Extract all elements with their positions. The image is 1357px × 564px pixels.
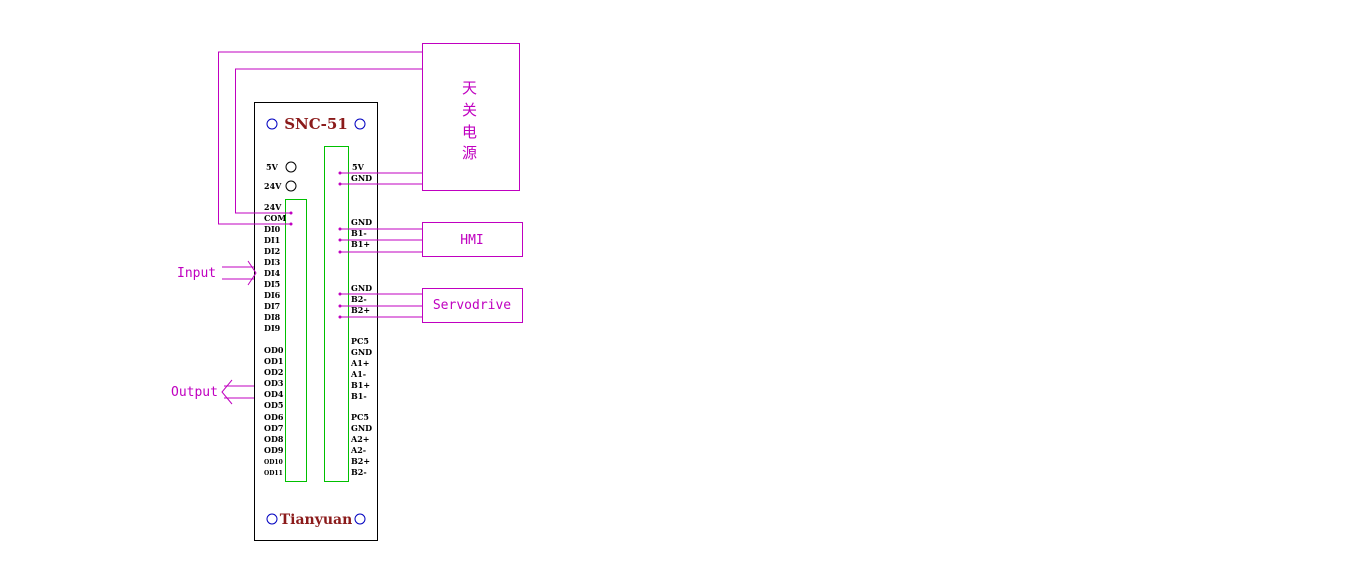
pin-label: OD9 <box>264 445 284 455</box>
pin-label: OD10 <box>264 459 283 466</box>
mounting-hole-bottom-right <box>354 513 366 525</box>
pin-label: 5V <box>352 162 365 172</box>
wire-24v <box>218 51 422 225</box>
board-title: SNC-51 <box>284 115 348 133</box>
pin-label: OD11 <box>264 470 283 477</box>
pin-label: B2- <box>351 294 367 304</box>
connection-dot <box>338 238 342 242</box>
pin-label: B1+ <box>351 380 370 390</box>
pin-label: A1- <box>350 369 366 379</box>
output-pin-labels: OD0 OD1 OD2 OD3 OD4 OD5 OD6 OD7 OD8 OD9 … <box>264 345 284 477</box>
pin-label: 24V <box>264 202 282 212</box>
terminal-block-right <box>324 146 349 482</box>
connection-dot <box>338 304 342 308</box>
connection-dot <box>338 227 342 231</box>
pin-label: DI4 <box>264 268 281 278</box>
pin-label: DI9 <box>264 323 281 333</box>
pin-label: A1+ <box>350 358 369 368</box>
mounting-hole-bottom-left <box>266 513 278 525</box>
connection-dot <box>338 182 342 186</box>
connection-dot <box>289 222 293 226</box>
led-label-5v: 5V <box>266 162 279 172</box>
pin-label: OD4 <box>264 389 284 399</box>
connection-dot <box>338 292 342 296</box>
board-brand: Tianyuan <box>280 512 353 528</box>
pin-label: DI0 <box>264 224 281 234</box>
connection-dot <box>338 315 342 319</box>
pin-label: GND <box>351 283 372 293</box>
pin-label: B1- <box>351 391 367 401</box>
pin-label: DI1 <box>264 235 280 245</box>
power-supply-box <box>422 43 520 191</box>
servo-wires <box>340 288 523 323</box>
right-pin-labels: 5V GND GND B1- B1+ GND B2- B2+ PC5 GND A… <box>350 162 372 477</box>
power-supply-char: 源 <box>462 144 477 162</box>
controller-board <box>254 102 378 541</box>
output-arrow-icon <box>221 379 254 405</box>
connection-dot <box>289 211 293 215</box>
pin-label: GND <box>351 217 372 227</box>
hmi-label: HMI <box>460 233 483 248</box>
mounting-hole-top-right <box>354 118 366 130</box>
wire-com <box>235 68 422 214</box>
input-arrow-icon <box>222 260 257 286</box>
servo-box <box>422 288 523 323</box>
left-pin-labels: 24V COM DI0 DI1 DI2 DI3 DI4 DI5 DI6 DI7 … <box>264 202 286 333</box>
mounting-hole-top-left <box>266 118 278 130</box>
pin-label: COM <box>264 213 286 223</box>
terminal-block-left <box>285 199 307 482</box>
pin-label: B1- <box>351 228 367 238</box>
pin-label: GND <box>351 423 372 433</box>
power-supply-label: 天 关 电 源 <box>462 79 477 162</box>
connection-dot <box>338 171 342 175</box>
servo-label: Servodrive <box>433 298 511 313</box>
pin-label: GND <box>351 347 372 357</box>
pin-label: OD6 <box>264 412 284 422</box>
input-label: Input <box>177 266 216 281</box>
pin-label: OD3 <box>264 378 284 388</box>
pin-label: DI7 <box>264 301 280 311</box>
pin-label: OD5 <box>264 400 283 410</box>
pin-label: A2- <box>350 445 366 455</box>
hmi-box <box>422 222 523 257</box>
hmi-wires <box>340 222 523 257</box>
pin-label: B1+ <box>351 239 370 249</box>
pin-label: B2+ <box>351 305 370 315</box>
led-24v <box>285 180 297 192</box>
pin-label: PC5 <box>351 336 369 346</box>
pin-label: B2- <box>351 467 367 477</box>
pin-label: OD1 <box>264 356 283 366</box>
pin-label: A2+ <box>350 434 369 444</box>
pin-label: GND <box>351 173 372 183</box>
pin-label: PC5 <box>351 412 369 422</box>
pin-label: DI3 <box>264 257 281 267</box>
pin-label: DI5 <box>264 279 280 289</box>
pin-label: B2+ <box>351 456 370 466</box>
power-wires <box>218 43 520 225</box>
power-supply-char: 电 <box>462 123 477 141</box>
connection-dot <box>338 250 342 254</box>
pin-label: DI6 <box>264 290 281 300</box>
power-supply-char: 关 <box>462 101 477 119</box>
output-label: Output <box>171 385 218 400</box>
led-5v <box>285 161 297 173</box>
power-supply-char: 天 <box>462 79 477 97</box>
pin-label: OD8 <box>264 434 284 444</box>
connection-dots <box>289 171 342 319</box>
pin-label: DI8 <box>264 312 281 322</box>
pin-label: OD7 <box>264 423 283 433</box>
pin-label: OD0 <box>264 345 284 355</box>
led-label-24v: 24V <box>264 181 282 191</box>
pin-label: DI2 <box>264 246 280 256</box>
pin-label: OD2 <box>264 367 283 377</box>
